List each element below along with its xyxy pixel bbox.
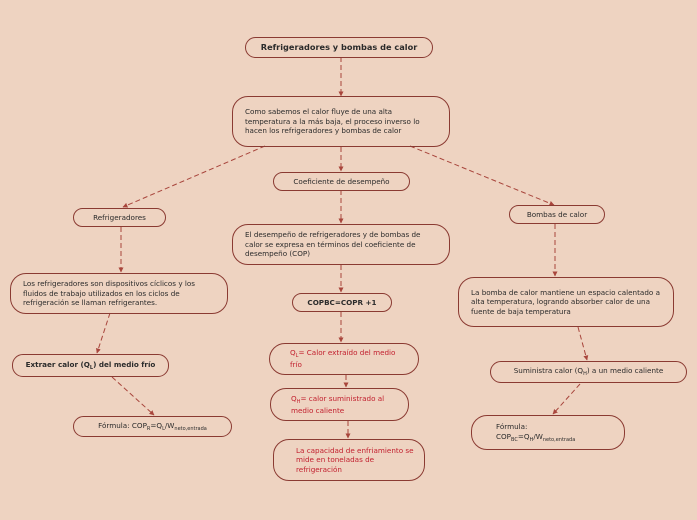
- node-copbc[interactable]: COPBC=COPR +1: [292, 293, 392, 312]
- node-ciclicos-text: Los refrigeradores son dispositivos cícl…: [23, 279, 195, 308]
- node-extraer[interactable]: Extraer calor (QL) del medio frío: [12, 354, 169, 377]
- connector-suministra-formula-bc: [552, 383, 581, 415]
- node-intro-text: Como sabemos el calor fluye de una alta …: [245, 107, 420, 136]
- node-cop-text: Coeficiente de desempeño: [293, 176, 390, 186]
- node-extraer-text: Extraer calor (QL) del medio frío: [25, 359, 156, 371]
- node-bombas-text: Bombas de calor: [526, 209, 588, 219]
- node-intro[interactable]: Como sabemos el calor fluye de una alta …: [232, 96, 450, 147]
- node-ql-text: QL= Calor extraído del medio frío: [290, 348, 396, 369]
- node-title[interactable]: Refrigeradores y bombas de calor: [245, 37, 433, 58]
- node-ciclicos[interactable]: Los refrigeradores son dispositivos cícl…: [10, 273, 228, 314]
- node-formula-bc[interactable]: Fórmula:COPBC=QH/Wneto,entrada: [471, 415, 625, 450]
- node-refrigeradores[interactable]: Refrigeradores: [73, 208, 166, 227]
- connector-extraer-formula-r: [111, 376, 155, 416]
- node-bombas[interactable]: Bombas de calor: [509, 205, 605, 224]
- node-suministra-text: Suministra calor (QH) a un medio calient…: [513, 366, 664, 378]
- node-desempeno[interactable]: El desempeño de refrigeradores y de bomb…: [232, 224, 450, 265]
- node-suministra[interactable]: Suministra calor (QH) a un medio calient…: [490, 361, 687, 383]
- node-refrigeradores-text: Refrigeradores: [93, 212, 146, 222]
- node-cop[interactable]: Coeficiente de desempeño: [273, 172, 410, 191]
- node-desempeno-text: El desempeño de refrigeradores y de bomb…: [245, 230, 421, 259]
- node-qh[interactable]: QH= calor suministrado al medio caliente: [270, 388, 409, 421]
- node-formula-bc-text: Fórmula:COPBC=QH/Wneto,entrada: [496, 421, 576, 443]
- node-capacidad[interactable]: La capacidad de enfriamiento se mide en …: [273, 439, 425, 481]
- node-ql[interactable]: QL= Calor extraído del medio frío: [269, 343, 419, 375]
- connector-bomba-suministra: [577, 326, 589, 361]
- node-formula-r[interactable]: Fórmula: COPR=QL/Wneto,entrada: [73, 416, 232, 437]
- connector-intro-bombas: [409, 145, 555, 206]
- node-qh-text: QH= calor suministrado al medio caliente: [291, 393, 385, 415]
- node-title-text: Refrigeradores y bombas de calor: [260, 41, 418, 52]
- node-copbc-text: COPBC=COPR +1: [307, 297, 377, 307]
- node-capacidad-text: La capacidad de enfriamiento se mide en …: [296, 445, 414, 474]
- node-bomba-desc[interactable]: La bomba de calor mantiene un espacio ca…: [458, 277, 674, 327]
- node-bomba-desc-text: La bomba de calor mantiene un espacio ca…: [471, 287, 660, 316]
- node-formula-r-text: Fórmula: COPR=QL/Wneto,entrada: [98, 420, 207, 432]
- connector-ciclicos-extraer: [96, 312, 111, 354]
- connector-intro-refrigeradores: [122, 145, 266, 208]
